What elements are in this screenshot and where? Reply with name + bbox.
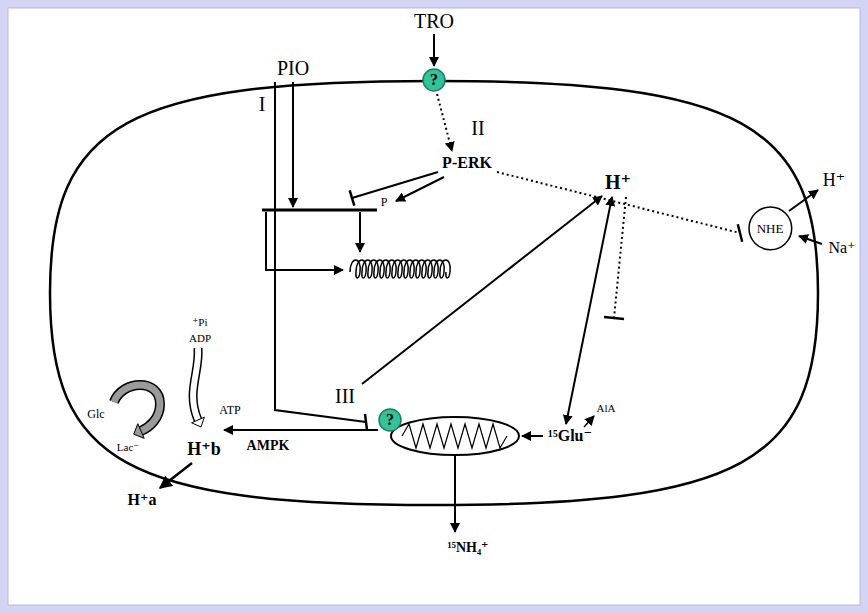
white-panel bbox=[8, 8, 860, 605]
erk-nhe-dotted-line bbox=[497, 172, 740, 233]
kinase-label: P-ERK bbox=[442, 155, 492, 171]
circle-shape bbox=[379, 409, 401, 431]
metabolite-label: Lac⁻ bbox=[117, 442, 139, 453]
inhibition-bar bbox=[738, 224, 742, 241]
target-circle: ? bbox=[378, 408, 402, 432]
proton-arrow bbox=[362, 196, 602, 384]
ion-label: H⁺b bbox=[187, 440, 221, 458]
double-arrow bbox=[566, 197, 612, 424]
pio-inhibition-line bbox=[275, 82, 366, 422]
mitochondrial-cristae bbox=[402, 424, 507, 448]
cell-membrane bbox=[50, 81, 818, 505]
metabolite-label: Glc bbox=[87, 408, 104, 420]
atp-arrow bbox=[224, 429, 378, 431]
dna-coil bbox=[350, 260, 450, 278]
metabolite-label: ATP bbox=[219, 404, 240, 416]
glycolysis-arrow bbox=[114, 385, 160, 431]
alanine-arrow bbox=[584, 416, 594, 427]
phospho-label: P bbox=[381, 196, 388, 208]
exchanger-circle: NHE bbox=[748, 206, 793, 251]
metabolite-label: ¹⁵NH₄⁺ bbox=[448, 541, 489, 555]
metabolite-label: ADP bbox=[189, 333, 211, 344]
transcription-arrow bbox=[359, 212, 361, 252]
proton-efflux-arrow bbox=[789, 190, 818, 211]
pathway-number: III bbox=[335, 386, 355, 406]
metabolite-label: ⁺Pi bbox=[193, 317, 208, 328]
pio-arrow bbox=[292, 82, 294, 207]
glycolysis-arrowhead bbox=[134, 424, 145, 439]
erk-inhibition-line bbox=[352, 172, 438, 198]
mitochondrion bbox=[391, 417, 519, 455]
ion-label: H⁺a bbox=[128, 492, 157, 508]
node-text: ? bbox=[430, 72, 438, 88]
pathway-number: I bbox=[259, 94, 266, 114]
kinase-label: AMPK bbox=[247, 439, 290, 453]
inhibition-bar bbox=[350, 190, 355, 205]
inhibition-bar bbox=[365, 414, 367, 430]
proton-export-arrow bbox=[160, 463, 192, 488]
pathway-number: II bbox=[471, 118, 484, 138]
ion-label: Na⁺ bbox=[828, 240, 855, 256]
node-text: ? bbox=[386, 412, 394, 428]
metabolite-label: ¹⁵Glu⁻ bbox=[548, 428, 592, 444]
transcription-arrow bbox=[266, 212, 343, 270]
node-text: NHE bbox=[757, 222, 784, 235]
metabolite-label: AlA bbox=[597, 403, 616, 414]
atp-synthesis-arrow bbox=[193, 348, 198, 420]
drug-label: PIO bbox=[277, 58, 309, 78]
glycolysis-arrow-outline bbox=[114, 385, 160, 431]
inhibition-bar bbox=[604, 317, 624, 319]
dotted-inhibition-line bbox=[614, 197, 626, 318]
atp-synthesis-arrowhead bbox=[192, 417, 205, 427]
tro-arrow bbox=[433, 34, 435, 66]
ion-label: H⁺ bbox=[823, 171, 846, 189]
sodium-influx-arrow bbox=[799, 236, 822, 244]
glutamine-uptake-arrow bbox=[522, 435, 543, 437]
drug-label: TRO bbox=[414, 11, 454, 31]
ion-label: H⁺ bbox=[605, 172, 631, 192]
ammonium-arrow bbox=[454, 456, 456, 532]
receptor-bar bbox=[262, 209, 377, 212]
signal-dotted-arrow bbox=[437, 94, 452, 151]
receptor-circle: ? bbox=[422, 68, 446, 92]
circle-shape bbox=[749, 207, 792, 250]
circle-shape bbox=[423, 69, 445, 91]
atp-synthesis-arrow-outline bbox=[193, 348, 198, 420]
phosphorylation-arrow bbox=[396, 177, 444, 201]
